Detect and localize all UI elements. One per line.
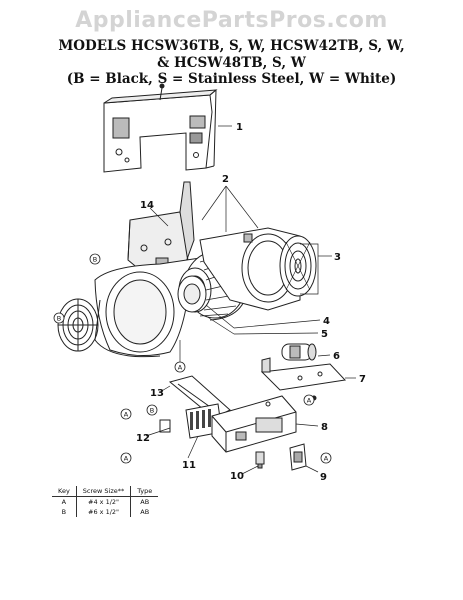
screw-key-header-size: Screw Size** xyxy=(76,486,132,497)
screw-key-cell: #6 x 1/2" xyxy=(76,507,132,517)
callout-11: 11 xyxy=(182,460,196,471)
callout-5: 5 xyxy=(321,329,328,340)
mounting-bracket-part-1 xyxy=(103,83,218,173)
callout-10: 10 xyxy=(230,471,244,482)
screw-key-cell: A xyxy=(52,496,77,507)
fastener-letter-a-3: A xyxy=(124,454,129,462)
fastener-a-marker-3 xyxy=(120,452,132,464)
fastener-letter-a-5: A xyxy=(324,454,329,462)
models-title-line-3: (B = Black, S = Stainless Steel, W = Whi… xyxy=(66,71,397,87)
left-inlet-grille xyxy=(57,298,99,352)
callout-3: 3 xyxy=(334,252,341,263)
callout-13: 13 xyxy=(150,388,164,399)
right-blower-shell xyxy=(199,227,301,311)
screw-key-cell: AB xyxy=(140,508,150,516)
callout-14: 14 xyxy=(140,200,154,211)
fastener-a-marker-2 xyxy=(120,408,132,420)
fastener-letter-b-1: B xyxy=(93,255,97,263)
callout-9: 9 xyxy=(320,472,327,483)
light-socket-part-10 xyxy=(255,451,265,469)
models-title-line-1: MODELS HCSW36TB, S, W, HCSW42TB, S, W, xyxy=(58,38,405,54)
callout-12: 12 xyxy=(136,433,150,444)
left-blower-shell xyxy=(94,257,228,358)
fastener-a-marker-4 xyxy=(303,394,315,406)
fastener-letter-b-2: B xyxy=(57,314,61,322)
table-row: B #6 x 1/2" AB xyxy=(52,507,158,517)
fastener-letter-b-3: B xyxy=(150,406,154,414)
control-box-part-8 xyxy=(211,395,297,453)
leader-lines xyxy=(145,125,356,475)
right-inlet-grille-part-3 xyxy=(279,235,317,297)
screw-key-header-row: Key Screw Size** Type xyxy=(52,486,159,497)
callout-1: 1 xyxy=(236,122,243,133)
clip-part-12 xyxy=(159,419,171,433)
callout-8: 8 xyxy=(321,422,328,433)
capacitor-bracket-part-7 xyxy=(260,357,347,401)
screw-key-table: Key Screw Size** Type A #4 x 1/2" AB B #… xyxy=(52,486,159,517)
fastener-a-marker-1 xyxy=(174,361,186,373)
fastener-a-marker-5 xyxy=(320,452,332,464)
callout-7: 7 xyxy=(359,374,366,385)
fastener-letter-a-2: A xyxy=(124,410,129,418)
fastener-letter-a-1: A xyxy=(178,363,183,371)
fastener-b-marker-3 xyxy=(146,404,158,416)
fastener-letters: B B A B A A A A xyxy=(57,255,329,462)
watermark-text: AppliancePartsPros.com xyxy=(75,8,388,33)
models-title-line-2: & HCSW48TB, S, W xyxy=(157,55,306,71)
cover-part-9 xyxy=(289,443,307,471)
fastener-markers xyxy=(53,253,332,464)
callout-2: 2 xyxy=(222,174,229,185)
screw-key-header-key: Key xyxy=(52,486,77,497)
screw-key-cell: B xyxy=(52,507,77,517)
fastener-b-marker-1 xyxy=(89,253,101,265)
capacitor-part-6 xyxy=(281,343,317,361)
motor-part-5 xyxy=(177,275,207,313)
screw-key-cell: #4 x 1/2" xyxy=(76,496,132,507)
screw-key-header-type: Type xyxy=(130,486,159,497)
callout-6: 6 xyxy=(333,351,340,362)
fastener-b-marker-2 xyxy=(53,312,65,324)
fastener-letter-a-4: A xyxy=(307,396,312,404)
blower-housing-plate-part-14 xyxy=(127,181,195,271)
screw-key-cell: AB xyxy=(140,498,150,506)
callout-4: 4 xyxy=(323,316,330,327)
table-row: A #4 x 1/2" AB xyxy=(52,496,158,507)
callout-numbers: 1 2 3 4 5 6 7 8 9 10 11 12 13 14 xyxy=(136,122,366,483)
